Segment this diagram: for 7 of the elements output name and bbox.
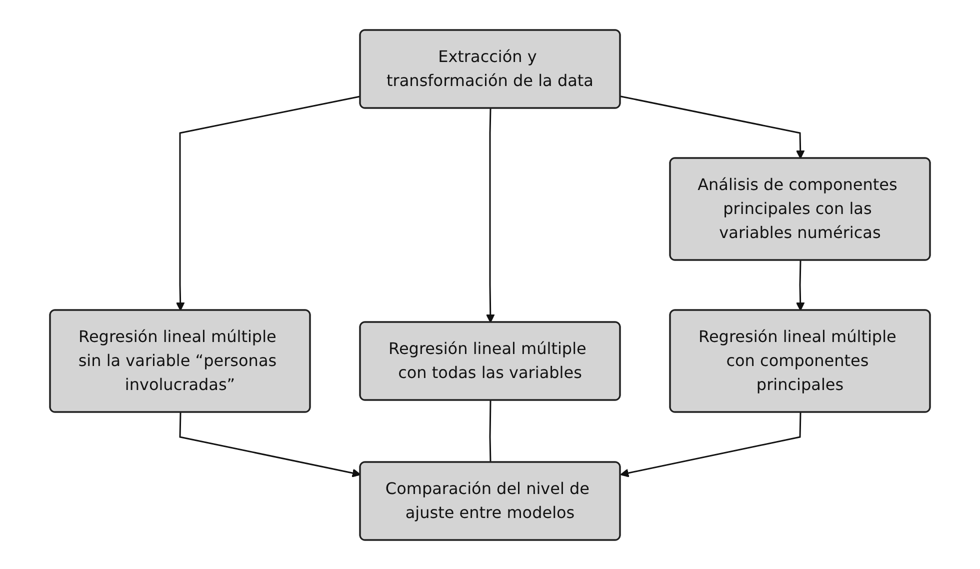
arrow — [620, 412, 802, 477]
arrow — [179, 412, 361, 477]
arrow — [486, 108, 495, 322]
arrow — [620, 95, 805, 158]
connector — [489, 400, 492, 462]
arrow — [176, 95, 361, 310]
arrow — [796, 260, 805, 310]
